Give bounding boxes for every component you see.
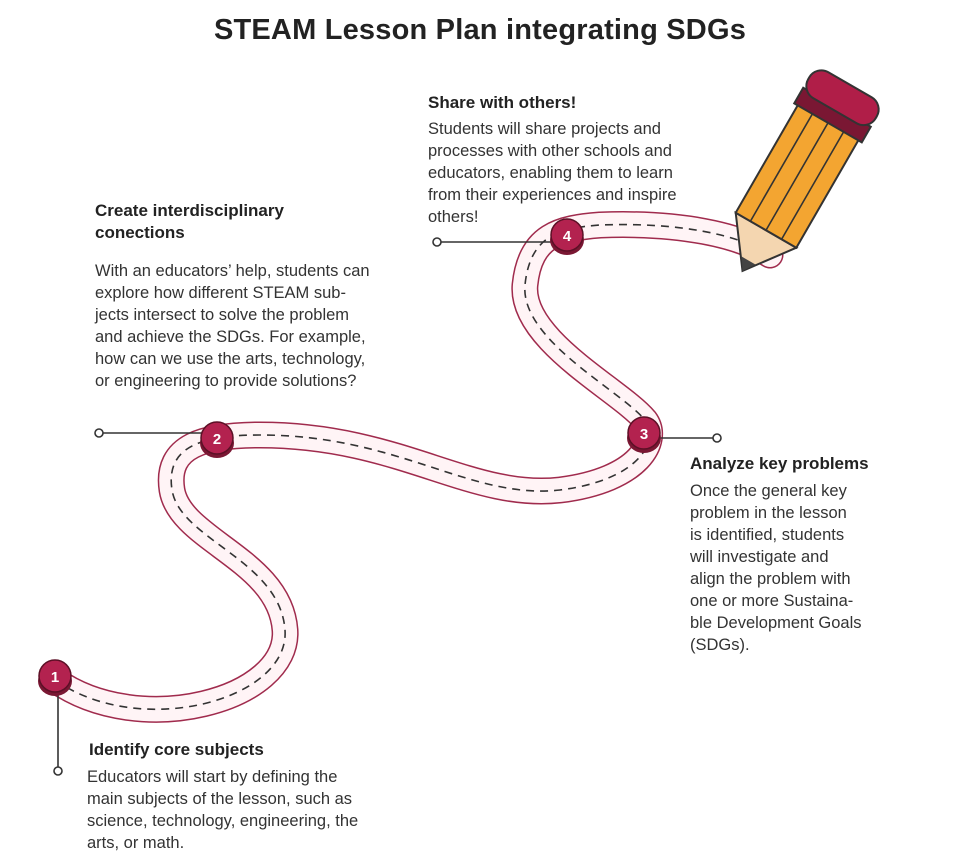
svg-text:2: 2 (213, 431, 221, 448)
step-marker-4: 4 (550, 218, 584, 255)
step-1-body: Educators will start by defining the mai… (87, 768, 359, 852)
connector-1 (53, 690, 63, 776)
step-3-body: Once the general key problem in the less… (690, 482, 862, 654)
connector-2 (94, 428, 205, 438)
connector-3 (658, 433, 722, 443)
step-3-heading: Analyze key problems (690, 454, 869, 473)
svg-text:1: 1 (51, 669, 59, 686)
pencil-icon (734, 69, 880, 273)
svg-text:3: 3 (640, 426, 648, 443)
step-marker-2: 2 (200, 421, 234, 458)
step-marker-1: 1 (38, 659, 72, 696)
step-2-heading: Create interdisciplinary conections (95, 201, 284, 242)
page-title: STEAM Lesson Plan integrating SDGs (213, 14, 747, 46)
step-1-heading: Identify core subjects (89, 740, 264, 759)
step-4-body: Students will share projects and process… (428, 120, 677, 226)
step-4-heading: Share with others! (428, 93, 577, 112)
step-2-body: With an educators’ help, students can ex… (95, 262, 370, 390)
step-marker-3: 3 (627, 416, 661, 453)
connector-4 (432, 237, 553, 247)
svg-text:4: 4 (563, 228, 572, 245)
